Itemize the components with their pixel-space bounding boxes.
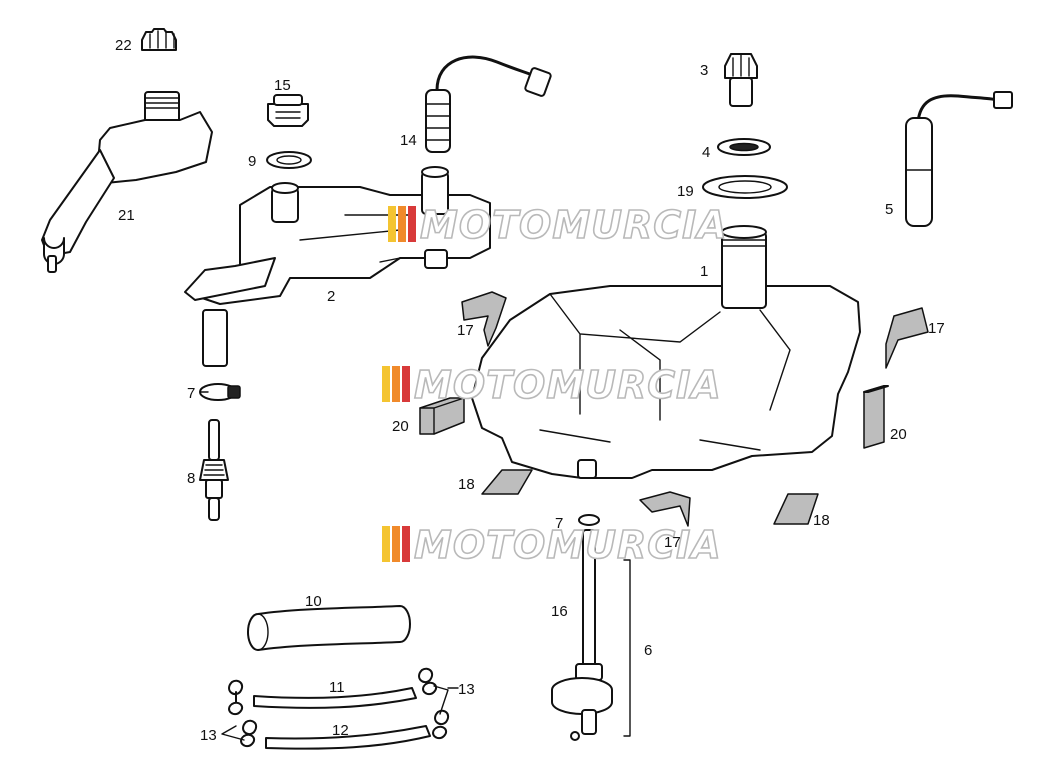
label-13-left: 13 bbox=[200, 727, 217, 744]
label-21: 21 bbox=[118, 207, 135, 224]
label-15: 15 bbox=[274, 77, 291, 94]
part-2-tank-bracket bbox=[184, 166, 491, 367]
part-3-tank-cap bbox=[724, 53, 758, 107]
label-16: 16 bbox=[551, 603, 568, 620]
watermark-text: MOTOMURCIA bbox=[414, 523, 722, 567]
label-3: 3 bbox=[700, 62, 708, 79]
label-14: 14 bbox=[400, 132, 417, 149]
part-21-reservoir bbox=[41, 91, 213, 273]
label-8: 8 bbox=[187, 470, 195, 487]
part-17-pad-bottom bbox=[639, 491, 691, 527]
part-20-foam-left bbox=[419, 397, 465, 435]
label-19: 19 bbox=[677, 183, 694, 200]
label-4: 4 bbox=[702, 144, 710, 161]
watermark-2: MOTOMURCIA bbox=[382, 362, 722, 408]
watermark-text: MOTOMURCIA bbox=[414, 363, 722, 407]
label-11: 11 bbox=[329, 679, 345, 696]
watermark-1: MOTOMURCIA bbox=[388, 202, 728, 248]
label-10: 10 bbox=[305, 593, 322, 610]
label-18-right: 18 bbox=[813, 512, 830, 529]
label-18-left: 18 bbox=[458, 476, 475, 493]
label-1: 1 bbox=[700, 263, 708, 280]
part-labels: 22 15 9 14 21 2 7 8 3 4 19 5 1 17 17 20 … bbox=[115, 37, 945, 744]
label-7-left: 7 bbox=[187, 385, 195, 402]
label-6: 6 bbox=[644, 642, 652, 659]
part-1-fuel-tank bbox=[471, 225, 861, 479]
label-17-right: 17 bbox=[928, 320, 945, 337]
leader-lines bbox=[199, 391, 459, 741]
part-22-filler-cap bbox=[141, 28, 177, 51]
part-8-fuel-tap bbox=[199, 419, 229, 521]
part-12-fuel-hose bbox=[265, 725, 431, 750]
part-7-hose-clamp bbox=[199, 383, 241, 401]
part-11-fuel-hose bbox=[253, 687, 417, 709]
label-2: 2 bbox=[327, 288, 335, 305]
part-17-pad-left bbox=[461, 291, 507, 347]
label-9: 9 bbox=[248, 153, 256, 170]
part-6-assembly-bracket bbox=[623, 559, 631, 737]
label-12: 12 bbox=[332, 722, 349, 739]
part-18-shim-left bbox=[481, 469, 533, 495]
part-15-plug bbox=[267, 94, 309, 127]
part-5-float-sensor bbox=[905, 91, 1013, 227]
part-20-foam-right bbox=[863, 385, 889, 449]
label-13-right: 13 bbox=[458, 681, 475, 698]
label-17-bottom: 17 bbox=[664, 534, 681, 551]
part-4-seal bbox=[717, 138, 771, 156]
part-19-gasket bbox=[702, 175, 788, 199]
label-20-right: 20 bbox=[890, 426, 907, 443]
label-17-left: 17 bbox=[457, 322, 474, 339]
part-16-pickup-tube bbox=[551, 514, 613, 741]
label-22: 22 bbox=[115, 37, 132, 54]
part-17-pad-right bbox=[885, 307, 929, 369]
label-20-left: 20 bbox=[392, 418, 409, 435]
label-7-center: 7 bbox=[555, 515, 563, 532]
part-18-shim-right bbox=[773, 493, 819, 525]
watermark-text: MOTOMURCIA bbox=[420, 203, 728, 247]
watermark-3: MOTOMURCIA bbox=[382, 522, 722, 568]
label-5: 5 bbox=[885, 201, 893, 218]
part-13-hose-clips bbox=[228, 667, 450, 748]
part-9-washer bbox=[266, 151, 312, 169]
part-10-large-hose bbox=[247, 605, 411, 651]
part-14-level-sensor bbox=[425, 55, 552, 153]
